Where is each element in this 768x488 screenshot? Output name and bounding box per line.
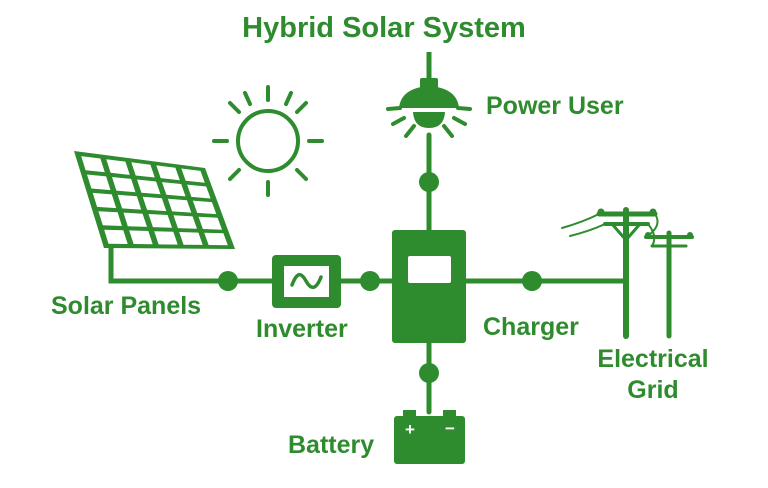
solar-panel-icon — [74, 151, 235, 249]
solar-cell — [192, 200, 217, 215]
solar-cell — [173, 215, 197, 229]
solar-cell — [162, 182, 186, 197]
power-user-label: Power User — [486, 92, 624, 120]
solar-cell — [104, 229, 128, 244]
solar-cell — [187, 184, 211, 199]
solar-cell — [204, 232, 228, 246]
charger-label: Charger — [483, 313, 579, 341]
battery-icon: + − — [394, 410, 465, 464]
solar-cell — [148, 214, 172, 228]
solar-cell — [112, 177, 136, 193]
electrical-grid-label: Electrical Grid — [585, 344, 721, 406]
battery-label: Battery — [288, 431, 375, 459]
solar-cell — [131, 162, 155, 178]
solar-panels-label: Solar Panels — [51, 292, 202, 320]
solar-cell — [81, 156, 105, 173]
node-charger — [522, 271, 542, 291]
solar-cell — [198, 216, 222, 230]
node-panel — [218, 271, 238, 291]
sun-icon — [212, 85, 324, 197]
power-pole-icon — [561, 207, 694, 339]
solar-cell — [142, 196, 167, 212]
solar-cell — [167, 198, 192, 213]
solar-cell — [181, 168, 205, 183]
solar-cell — [87, 174, 111, 191]
solar-cell — [123, 212, 147, 227]
solar-panel-cells — [81, 156, 228, 246]
solar-cell — [137, 179, 161, 195]
electrical-grid-label-line1: Electrical — [597, 345, 709, 373]
node-battery — [419, 363, 439, 383]
solar-cell — [92, 192, 117, 209]
connection-nodes — [218, 172, 542, 383]
charge-controller-icon — [392, 230, 466, 343]
solar-cell — [129, 230, 153, 245]
battery-plus-sign: + — [405, 420, 415, 439]
solar-cell — [154, 231, 178, 245]
light-bulb-icon — [386, 52, 472, 138]
diagram-title: Hybrid Solar System — [242, 12, 526, 44]
electrical-grid-label-line2: Grid — [627, 376, 679, 404]
node-user — [419, 172, 439, 192]
inverter-label: Inverter — [256, 315, 348, 343]
solar-cell — [179, 232, 203, 245]
solar-cell — [117, 194, 142, 210]
inverter-sine-icon — [272, 255, 341, 308]
solar-cell — [106, 159, 130, 175]
battery-minus-sign: − — [445, 419, 455, 438]
node-inverter — [360, 271, 380, 291]
solar-cell — [156, 165, 180, 181]
solar-cell — [98, 211, 122, 226]
